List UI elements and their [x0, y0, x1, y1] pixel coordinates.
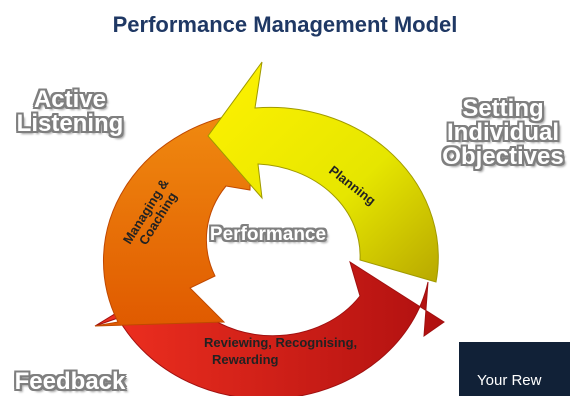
reviewing-label-line1: Reviewing, Recognising, [204, 335, 357, 350]
label-line: Objectives [442, 143, 564, 170]
label-line: Individual [446, 119, 559, 146]
feedback-label: Feedback [14, 368, 126, 395]
corner-panel-text: Your Rew [477, 372, 542, 389]
managing-coaching-arrow [94, 111, 253, 327]
label-line: Listening [16, 110, 124, 137]
label-line: Setting [462, 95, 544, 122]
corner-panel: Your Rew [459, 342, 570, 396]
planning-arrow [207, 61, 439, 283]
reviewing-label-line2: Rewarding [212, 352, 279, 367]
page-title: Performance Management Model [112, 12, 458, 37]
label-line: Active [33, 86, 107, 113]
performance-label: Performance [209, 224, 327, 245]
